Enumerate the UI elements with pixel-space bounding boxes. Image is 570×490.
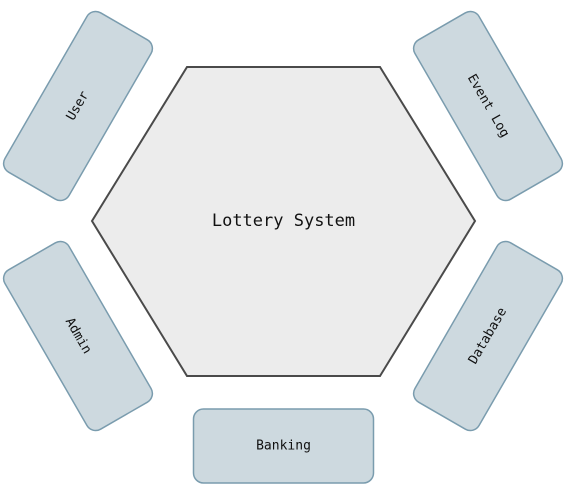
core-hexagon	[90, 66, 477, 377]
adapter-database[interactable]: Database	[410, 238, 566, 434]
adapter-banking[interactable]: Banking	[192, 408, 375, 484]
adapter-user-box	[2, 10, 154, 202]
adapter-database-box	[412, 240, 564, 432]
core-node[interactable]: Lottery System	[90, 66, 477, 377]
adapter-event-log[interactable]: Event Log	[410, 8, 566, 204]
adapter-banking-label: Banking	[256, 439, 311, 454]
adapter-user[interactable]: User	[0, 8, 156, 204]
adapter-banking-box	[192, 408, 375, 484]
adapter-admin-box	[2, 240, 154, 432]
adapter-event-log-box	[412, 10, 564, 202]
core-label: Lottery System	[212, 211, 355, 231]
adapter-admin[interactable]: Admin	[0, 238, 156, 434]
